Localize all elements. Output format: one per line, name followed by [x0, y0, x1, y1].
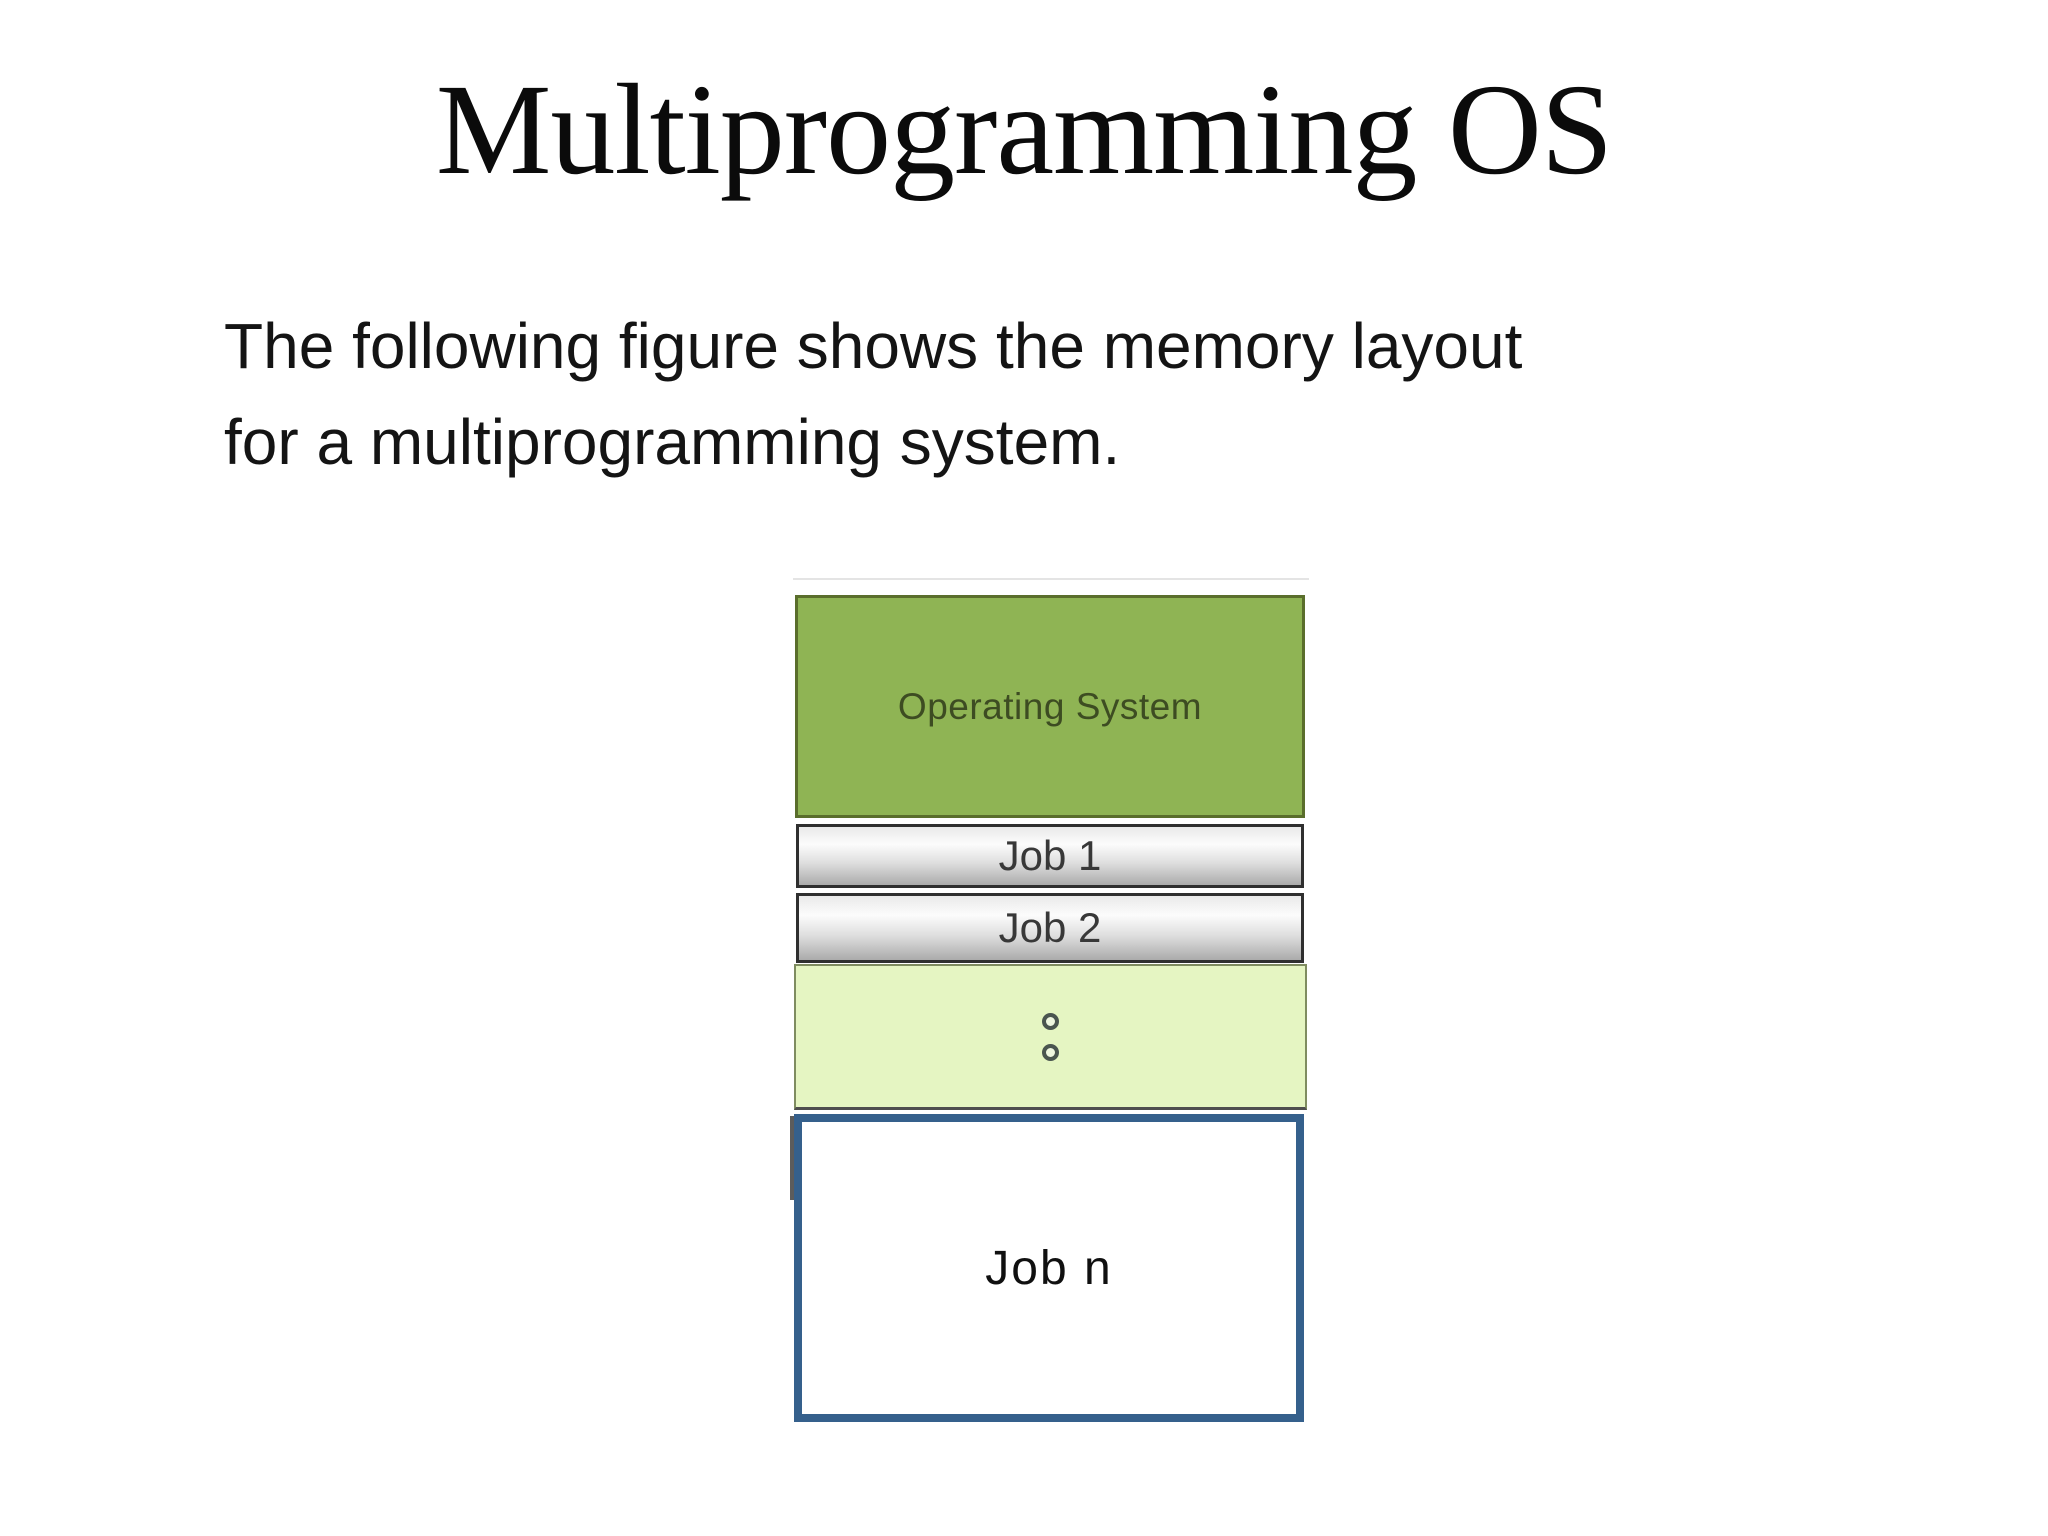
ellipsis-block — [794, 964, 1307, 1110]
ellipsis-dot-icon — [1042, 1012, 1059, 1030]
memory-layout-figure: Operating System Job 1 Job 2 Job n — [790, 578, 1309, 1440]
job1-block: Job 1 — [796, 824, 1304, 888]
operating-system-block: Operating System — [795, 595, 1305, 818]
job1-label: Job 1 — [998, 832, 1102, 879]
body-line-1: The following figure shows the memory la… — [224, 310, 1523, 382]
body-text: The following figure shows the memory la… — [224, 298, 1784, 490]
jobn-label: Job n — [985, 1241, 1113, 1295]
jobn-block: Job n — [794, 1114, 1304, 1422]
slide-title: Multiprogramming OS — [435, 58, 1613, 202]
border-artifact — [790, 1116, 794, 1200]
body-line-2: for a multiprogramming system. — [224, 406, 1121, 478]
job2-block: Job 2 — [796, 893, 1304, 963]
operating-system-label: Operating System — [897, 685, 1203, 727]
ellipsis-dot-icon — [1042, 1043, 1059, 1061]
job2-label: Job 2 — [998, 904, 1102, 951]
